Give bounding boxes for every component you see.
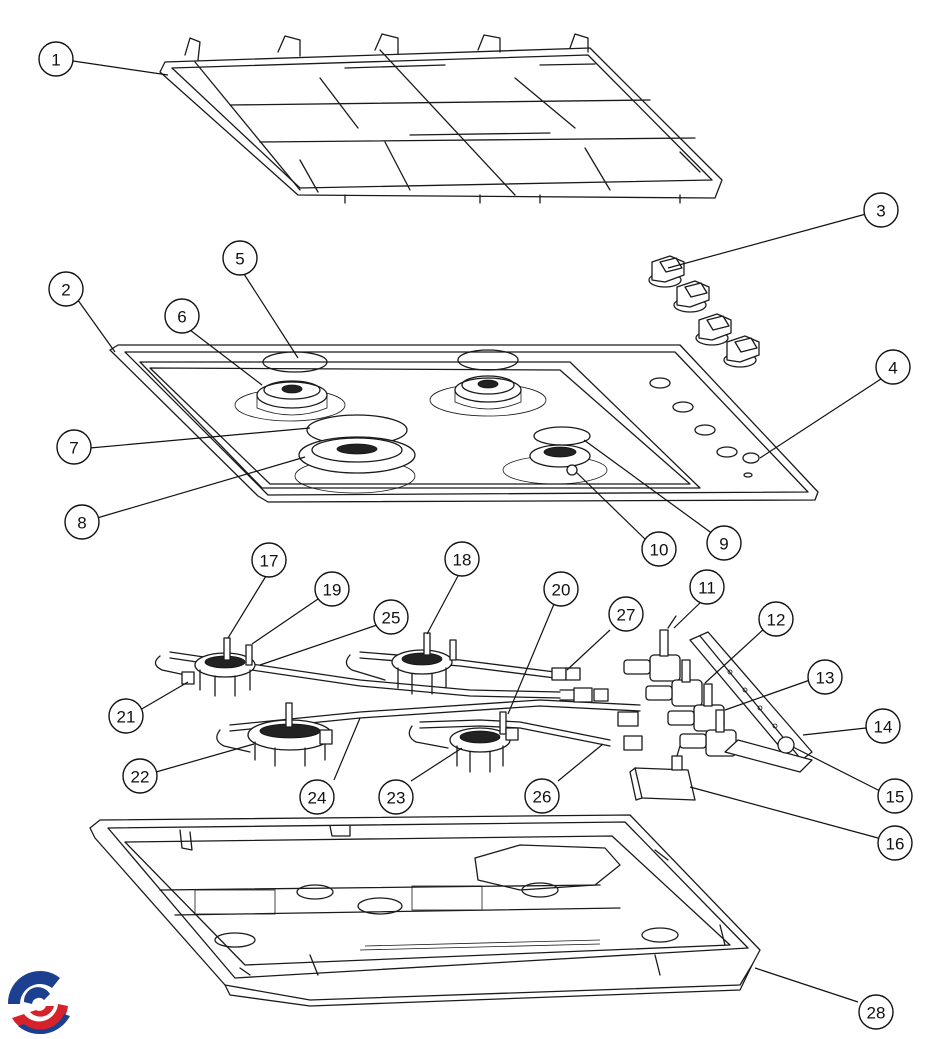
callout-28-label: 28 <box>867 1004 886 1023</box>
brand-swirl-logo-icon <box>7 970 70 1035</box>
burner-body-front-right <box>449 711 519 773</box>
callout-15-label: 15 <box>886 788 905 807</box>
base-tray <box>89 814 761 1007</box>
control-knobs <box>648 255 760 368</box>
callout-25-label: 25 <box>382 609 401 628</box>
callout-6: 6 <box>164 298 200 334</box>
callout-11: 11 <box>689 569 725 605</box>
callout-9: 9 <box>706 525 742 561</box>
callout-3: 3 <box>863 192 899 228</box>
callout-19: 19 <box>314 571 350 607</box>
callout-10-label: 10 <box>650 541 669 560</box>
callout-8-label: 8 <box>77 514 86 533</box>
callout-21-label: 21 <box>117 708 136 727</box>
callout-17-label: 17 <box>260 552 279 571</box>
callout-9-label: 9 <box>719 535 728 554</box>
callout-28: 28 <box>858 994 894 1030</box>
ignition-generator <box>629 745 696 801</box>
burner-body-rear-left <box>181 637 256 697</box>
callout-19-label: 19 <box>323 581 342 600</box>
gas-manifold-rail <box>689 631 813 773</box>
burner-cap-small-left <box>256 380 328 416</box>
callout-10: 10 <box>641 531 677 567</box>
callout-24: 24 <box>299 779 335 815</box>
gas-valves <box>623 615 737 757</box>
callout-16-label: 16 <box>886 835 905 854</box>
callout-13-label: 13 <box>816 669 835 688</box>
callout-18: 18 <box>444 541 480 577</box>
callout-21: 21 <box>108 698 144 734</box>
callout-22-label: 22 <box>131 768 150 787</box>
callout-8: 8 <box>64 504 100 540</box>
burner-front-right <box>529 426 591 476</box>
callout-12-label: 12 <box>767 611 786 630</box>
callout-14-label: 14 <box>874 718 893 737</box>
callout-26-label: 26 <box>533 788 552 807</box>
callout-16: 16 <box>877 825 913 861</box>
callout-23-label: 23 <box>387 789 406 808</box>
callout-27-label: 27 <box>617 606 636 625</box>
callout-25: 25 <box>373 599 409 635</box>
pan-support-grid <box>159 33 723 204</box>
burner-rear-right <box>454 375 522 410</box>
callout-2-label: 2 <box>61 281 70 300</box>
callout-7-label: 7 <box>69 439 78 458</box>
callout-23: 23 <box>378 779 414 815</box>
callout-7: 7 <box>56 429 92 465</box>
callout-20-label: 20 <box>552 581 571 600</box>
callout-27: 27 <box>608 596 644 632</box>
burner-body-front-left <box>247 702 333 767</box>
callout-15: 15 <box>877 778 913 814</box>
hob-top-plate <box>109 344 819 503</box>
callout-1-label: 1 <box>51 51 60 70</box>
callout-2: 2 <box>48 271 84 307</box>
callout-1: 1 <box>38 41 74 77</box>
callout-5-label: 5 <box>235 250 244 269</box>
callout-12: 12 <box>758 601 794 637</box>
callout-17: 17 <box>251 542 287 578</box>
callout-6-label: 6 <box>177 308 186 327</box>
callout-26: 26 <box>524 778 560 814</box>
callout-14: 14 <box>865 708 901 744</box>
callout-20: 20 <box>543 571 579 607</box>
burner-cap-large <box>298 414 416 474</box>
callout-3-label: 3 <box>876 202 885 221</box>
callout-4-label: 4 <box>888 359 897 378</box>
callout-13: 13 <box>807 659 843 695</box>
callout-18-label: 18 <box>453 551 472 570</box>
callout-11-label: 11 <box>698 579 716 598</box>
callout-4: 4 <box>875 349 911 385</box>
callout-24-label: 24 <box>308 789 327 808</box>
burner-body-rear-right <box>391 632 457 695</box>
callout-5: 5 <box>222 240 258 276</box>
leader-lines <box>72 60 885 1003</box>
callout-22: 22 <box>122 758 158 794</box>
